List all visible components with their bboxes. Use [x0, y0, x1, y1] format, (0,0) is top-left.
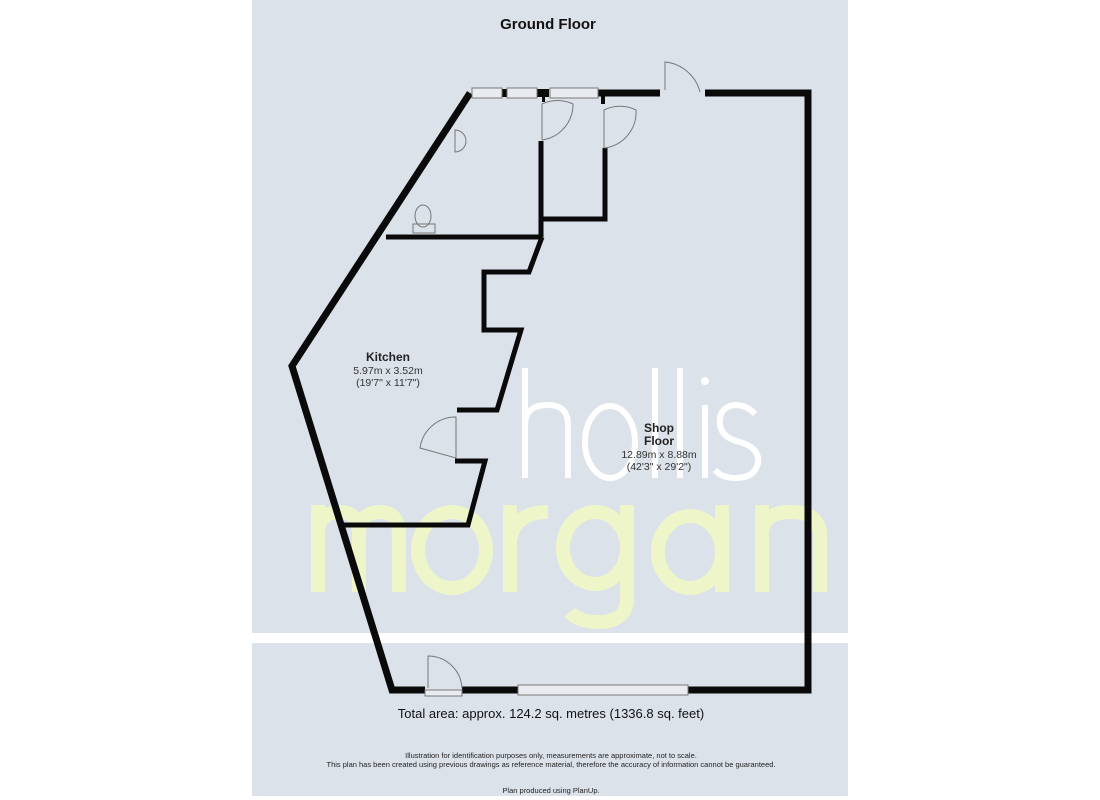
kitchen-door [419, 416, 457, 459]
divider-band [252, 633, 848, 643]
internal-walls [342, 96, 608, 528]
basin-icon [454, 129, 467, 153]
shop-metric: 12.89m x 8.88m [621, 449, 697, 461]
shop-imperial: (42'3" x 29'2") [627, 461, 692, 473]
kitchen-metric: 5.97m x 3.52m [353, 365, 423, 377]
front-door [427, 655, 463, 689]
floor-title: Ground Floor [500, 16, 596, 33]
watermark-hollis-logo [522, 368, 762, 482]
outer-walls [288, 89, 812, 694]
store-door [603, 105, 637, 149]
room-label-shop-floor: Shop Floor 12.89m x 8.88m (42'3" x 29'2"… [621, 421, 697, 473]
room-label-kitchen: Kitchen 5.97m x 3.52m (19'7" x 11'7") [353, 350, 423, 389]
kitchen-imperial: (19'7" x 11'7") [356, 377, 420, 389]
windows [471, 87, 689, 696]
disclaimer-line-2: This plan has been created using previou… [326, 760, 775, 769]
toilet-icon [414, 204, 432, 228]
kitchen-name: Kitchen [366, 350, 410, 364]
total-area: Total area: approx. 124.2 sq. metres (13… [398, 706, 704, 721]
shop-name-1: Shop [644, 421, 674, 435]
shop-name-2: Floor [644, 434, 674, 448]
plan-credit: Plan produced using PlanUp. [502, 786, 599, 795]
entrance-door [664, 61, 701, 93]
floorplan-panel [252, 0, 848, 796]
fixtures [412, 129, 467, 234]
doors [419, 61, 701, 697]
disclaimer-line-1: Illustration for identification purposes… [405, 751, 697, 760]
wc-door [541, 100, 574, 141]
